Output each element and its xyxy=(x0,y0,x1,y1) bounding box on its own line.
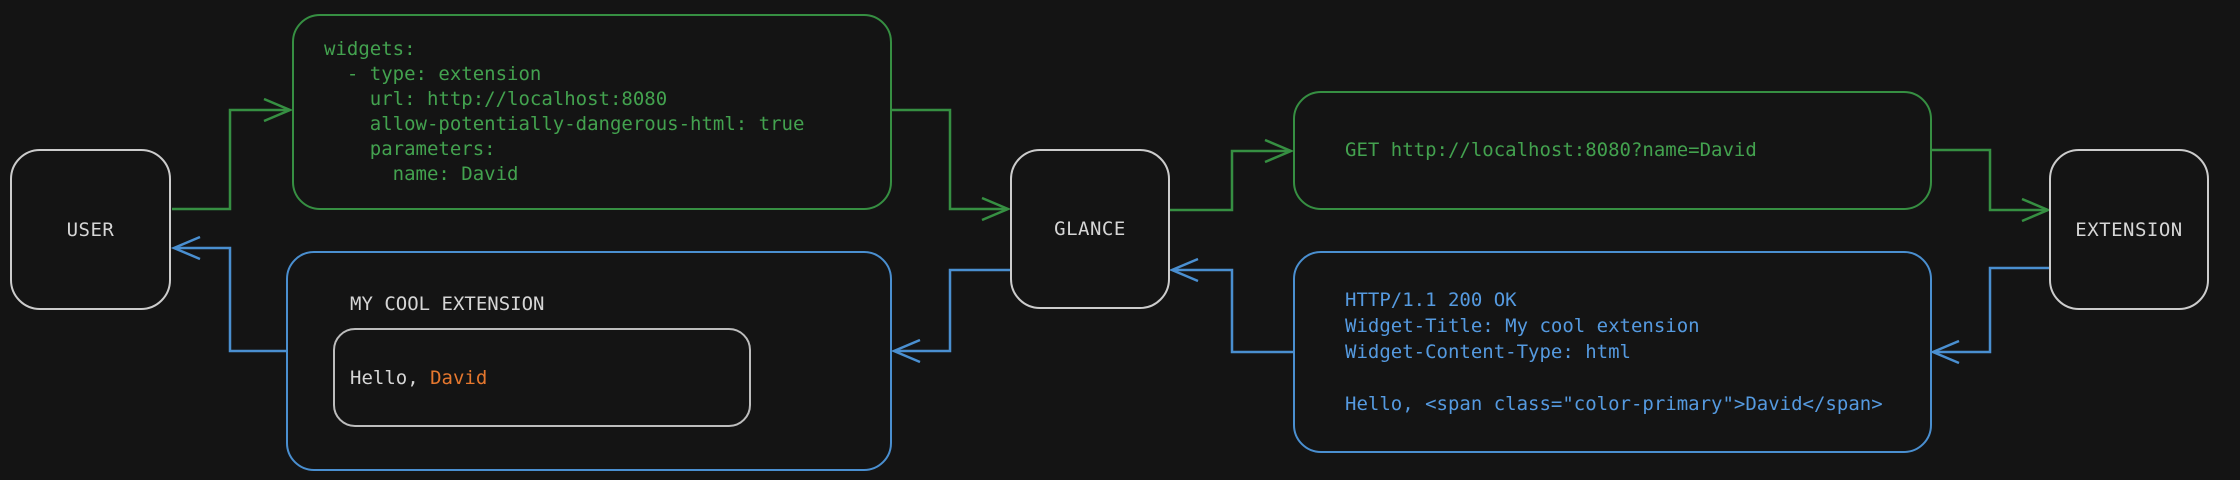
edge-widget-to-user xyxy=(170,235,286,353)
arrowhead-right-icon xyxy=(1264,138,1295,164)
user-node-label: USER xyxy=(66,218,115,241)
user-node: USER xyxy=(10,149,171,310)
arrowhead-left-icon xyxy=(1929,339,1960,365)
edge-glance-to-widget xyxy=(890,268,1010,364)
http-response-code: HTTP/1.1 200 OK Widget-Title: My cool ex… xyxy=(1345,289,1883,415)
arrowhead-right-icon xyxy=(981,196,1012,222)
http-request-code: GET http://localhost:8080?name=David xyxy=(1345,139,1757,161)
widget-greeting: Hello, David xyxy=(350,367,487,389)
edge-extension-to-response xyxy=(1929,266,2049,365)
arrowhead-right-icon xyxy=(2021,197,2052,223)
extension-node: EXTENSION xyxy=(2049,149,2209,310)
extension-node-label: EXTENSION xyxy=(2075,218,2183,241)
greeting-name: David xyxy=(430,366,488,389)
glance-node-label: GLANCE xyxy=(1054,218,1126,240)
arrowhead-left-icon xyxy=(1168,257,1199,283)
edge-glance-to-request xyxy=(1170,138,1295,212)
widget-preview-box: MY COOL EXTENSION Hello, David xyxy=(286,251,892,471)
http-request-box: GET http://localhost:8080?name=David xyxy=(1293,91,1932,210)
arrowhead-right-icon xyxy=(263,97,294,123)
widget-greeting-box: Hello, David xyxy=(333,328,751,427)
widget-preview-title: MY COOL EXTENSION xyxy=(350,293,545,315)
edge-config-to-glance xyxy=(892,108,1012,222)
yaml-config-code: widgets: - type: extension url: http://l… xyxy=(324,38,805,185)
arrowhead-left-icon xyxy=(170,235,201,261)
edge-response-to-glance xyxy=(1168,257,1293,354)
greeting-prefix: Hello, xyxy=(350,366,431,389)
edge-user-to-config xyxy=(172,97,294,211)
arrowhead-left-icon xyxy=(890,338,921,364)
yaml-config-box: widgets: - type: extension url: http://l… xyxy=(292,14,892,210)
http-response-box: HTTP/1.1 200 OK Widget-Title: My cool ex… xyxy=(1293,251,1932,453)
glance-node: GLANCE xyxy=(1010,149,1170,309)
edge-request-to-extension xyxy=(1931,148,2052,223)
